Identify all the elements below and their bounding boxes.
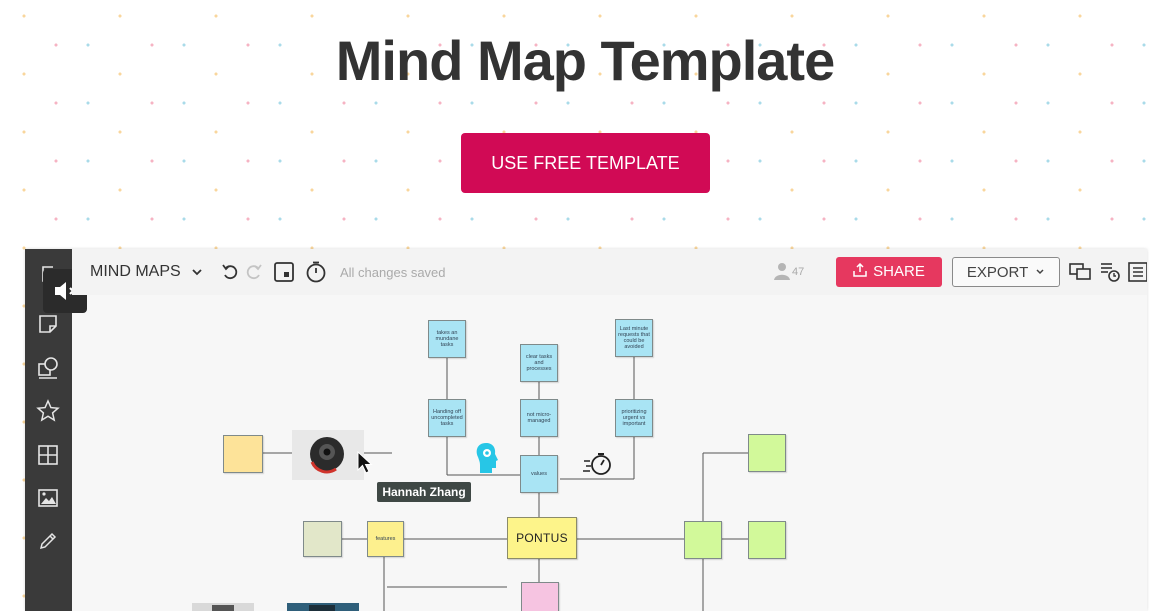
central-node[interactable]: PONTUS xyxy=(507,517,577,559)
share-label: SHARE xyxy=(873,263,925,280)
page-title: Mind Map Template xyxy=(335,29,835,92)
timer-icon[interactable] xyxy=(304,260,328,284)
sticky-note[interactable] xyxy=(303,521,342,557)
photo-thumbnail[interactable] xyxy=(287,603,359,611)
grid-icon[interactable] xyxy=(35,442,61,468)
mind-map-canvas[interactable]: takes an mundane tasks clear tasks and p… xyxy=(72,295,1147,611)
note-n2[interactable]: clear tasks and processes xyxy=(520,344,558,382)
stopwatch-icon xyxy=(583,453,611,475)
list-view-icon[interactable] xyxy=(1126,260,1147,284)
person-idea-icon xyxy=(476,443,498,473)
redo-icon[interactable] xyxy=(242,260,266,284)
shapes-icon[interactable] xyxy=(35,355,61,381)
comments-icon[interactable] xyxy=(1068,260,1092,284)
image-icon[interactable] xyxy=(35,485,61,511)
connector-lines xyxy=(263,357,748,611)
sticky-note[interactable] xyxy=(684,521,722,559)
sticky-note[interactable] xyxy=(748,521,786,559)
use-free-template-button[interactable]: USE FREE TEMPLATE xyxy=(461,133,710,193)
note-n1[interactable]: takes an mundane tasks xyxy=(428,320,466,358)
chevron-down-icon xyxy=(1035,264,1045,281)
user-count: 47 xyxy=(792,266,805,278)
activity-log-icon[interactable] xyxy=(1098,260,1122,284)
save-status: All changes saved xyxy=(340,265,446,280)
photo-thumbnail[interactable] xyxy=(192,603,254,611)
present-icon[interactable] xyxy=(272,260,296,284)
export-label: EXPORT xyxy=(966,263,1028,281)
sticky-note[interactable] xyxy=(521,582,559,611)
note-n7[interactable]: values xyxy=(520,455,558,493)
chevron-down-icon[interactable] xyxy=(190,262,204,282)
upload-icon xyxy=(853,262,867,281)
sticky-note[interactable] xyxy=(748,434,786,472)
note-n4[interactable]: Handing off uncompleted tasks xyxy=(428,399,466,437)
note-n6[interactable]: prioritizing urgent vs important xyxy=(615,399,653,437)
sticky-note[interactable] xyxy=(223,435,263,473)
share-button[interactable]: SHARE xyxy=(836,257,942,287)
note-n3[interactable]: Last minute requests that could be avoid… xyxy=(615,319,653,357)
note-n8[interactable]: features xyxy=(367,521,404,557)
export-button[interactable]: EXPORT xyxy=(952,257,1060,287)
undo-icon[interactable] xyxy=(218,260,242,284)
top-toolbar: MIND MAPS All changes saved 47 xyxy=(72,249,1147,295)
pencil-icon[interactable] xyxy=(35,528,61,554)
note-n5[interactable]: not micro-managed xyxy=(520,399,558,437)
sticky-note-icon[interactable] xyxy=(35,311,61,337)
app-preview: MIND MAPS All changes saved 47 xyxy=(25,249,1147,611)
board-name[interactable]: MIND MAPS xyxy=(90,263,181,280)
user-cursor-label: Hannah Zhang xyxy=(377,482,471,502)
photo-thumbnail[interactable] xyxy=(292,430,364,480)
user-icon xyxy=(774,263,790,280)
star-icon[interactable] xyxy=(35,398,61,424)
cursor-icon xyxy=(357,451,373,474)
